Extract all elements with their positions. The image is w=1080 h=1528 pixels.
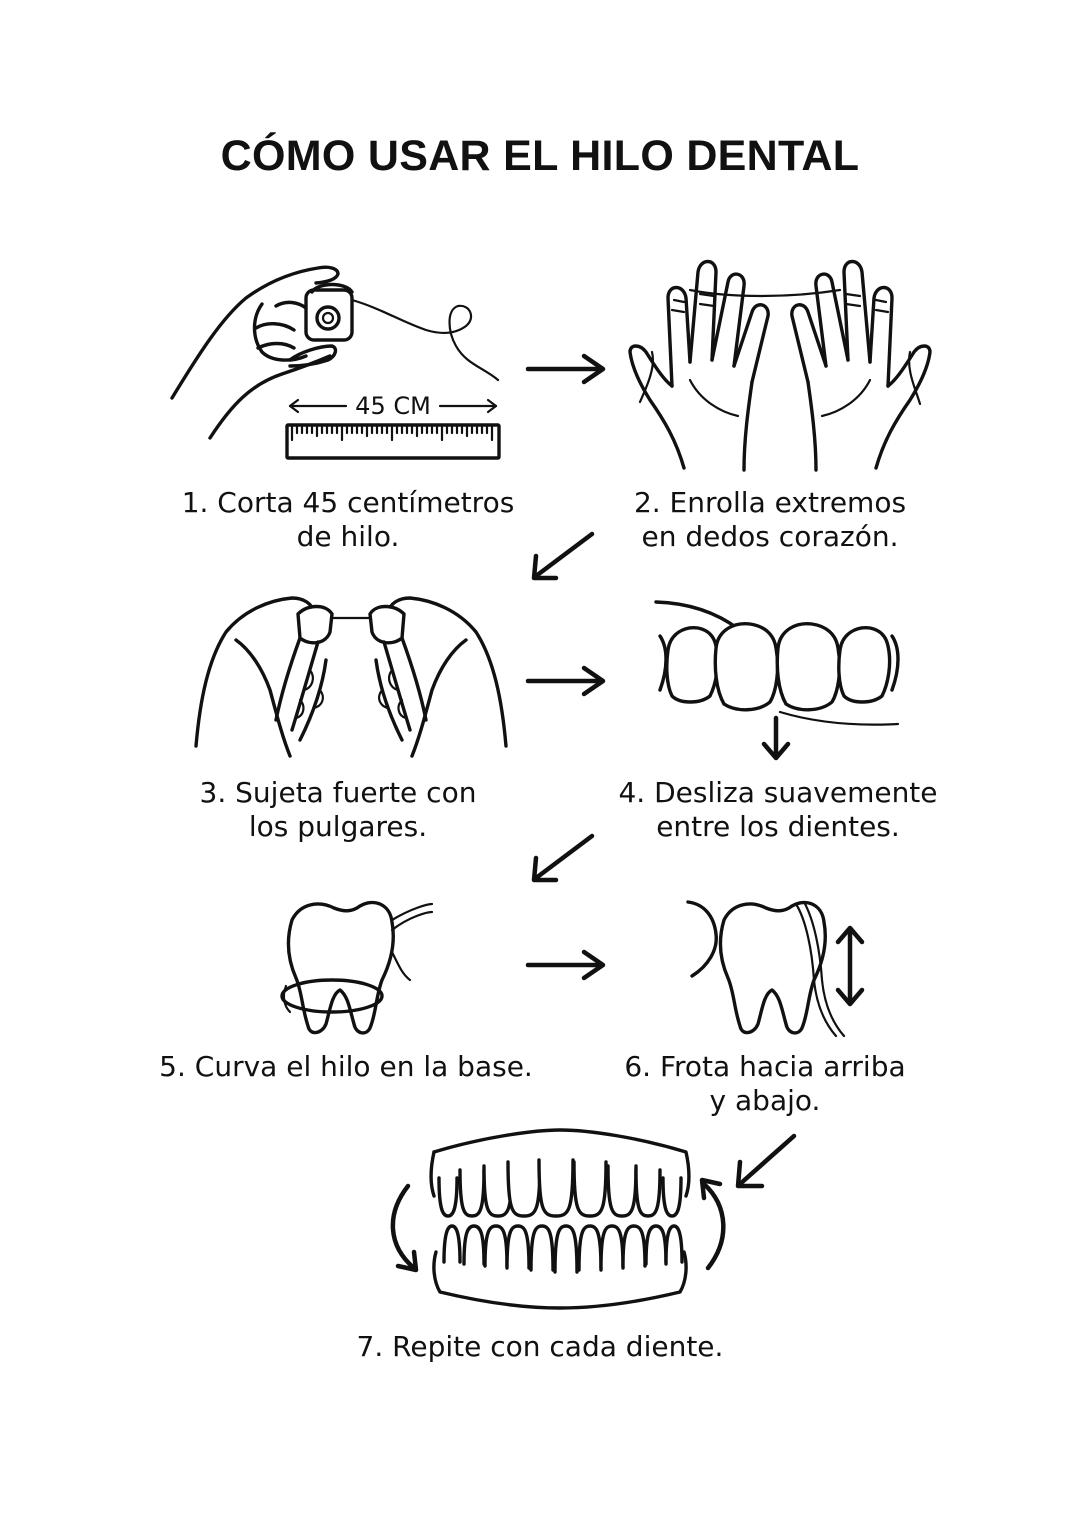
thumbs-holding-floss-icon (194, 596, 508, 758)
step-2-line-2: en dedos corazón. (641, 520, 899, 553)
curved-arrow-icon (390, 1183, 419, 1273)
step-6-line-1: 6. Frota hacia arriba (624, 1050, 906, 1083)
step-7-caption: 7. Repite con cada diente. (340, 1330, 740, 1364)
upper-tooth (661, 1176, 683, 1218)
step-6-line-2: y abajo. (709, 1084, 821, 1117)
arrow-right-icon (525, 949, 606, 981)
page-title: CÓMO USAR EL HILO DENTAL (220, 132, 860, 180)
ruler-icon: 45 CM (285, 392, 501, 460)
upper-tooth (634, 1168, 662, 1218)
lower-tooth (664, 1224, 684, 1264)
molar-rubbing-icon (686, 900, 865, 1038)
step-7-line-1: 7. Repite con cada diente. (356, 1330, 724, 1363)
step-3-caption: 3. Sujeta fuerte con los pulgares. (168, 776, 508, 844)
lower-tooth (599, 1224, 625, 1270)
lower-tooth (505, 1224, 531, 1270)
lower-tooth (621, 1224, 647, 1268)
step-4-line-2: entre los dientes. (656, 810, 900, 843)
arrow-down-left-icon (531, 833, 595, 883)
arrow-right-icon (525, 353, 606, 385)
upper-tooth (606, 1164, 638, 1218)
step-6-caption: 6. Frota hacia arriba y abajo. (600, 1050, 930, 1118)
step-4-caption: 4. Desliza suavemente entre los dientes. (606, 776, 950, 844)
arrow-right-icon (525, 665, 606, 697)
step-3-line-2: los pulgares. (248, 810, 428, 843)
lower-tooth (462, 1224, 486, 1266)
upper-tooth (458, 1168, 486, 1218)
step-1-caption: 1. Corta 45 centímetros de hilo. (168, 486, 528, 554)
arrow-down-left-icon (531, 531, 595, 581)
upper-tooth (537, 1158, 575, 1218)
upper-tooth (437, 1176, 459, 1218)
step-1-line-2: de hilo. (296, 520, 400, 553)
lower-tooth (644, 1224, 668, 1266)
lower-tooth (483, 1224, 509, 1268)
lower-tooth (529, 1224, 555, 1272)
hand-holding-floss-icon (170, 265, 500, 440)
step-5-line-1: 5. Curva el hilo en la base. (159, 1050, 533, 1083)
lower-tooth (442, 1224, 462, 1264)
lower-tooth (553, 1224, 579, 1274)
molar-with-floss-icon (280, 900, 434, 1035)
ruler-label: 45 CM (355, 392, 431, 420)
step-2-line-1: 2. Enrolla extremos (633, 486, 907, 519)
step-2-caption: 2. Enrolla extremos en dedos corazón. (600, 486, 940, 554)
step-5-caption: 5. Curva el hilo en la base. (150, 1050, 542, 1084)
curved-arrow-icon (699, 1177, 726, 1271)
step-4-line-1: 4. Desliza suavemente (618, 776, 938, 809)
lower-tooth (577, 1224, 603, 1272)
upper-tooth (572, 1160, 608, 1218)
two-hands-icon (628, 259, 932, 472)
full-mouth-icon (390, 1128, 726, 1310)
step-3-line-1: 3. Sujeta fuerte con (199, 776, 477, 809)
step-1-line-1: 1. Corta 45 centímetros (181, 486, 515, 519)
arrow-down-left-icon (735, 1133, 797, 1189)
upper-tooth (506, 1160, 542, 1218)
teeth-row-icon (654, 600, 900, 761)
